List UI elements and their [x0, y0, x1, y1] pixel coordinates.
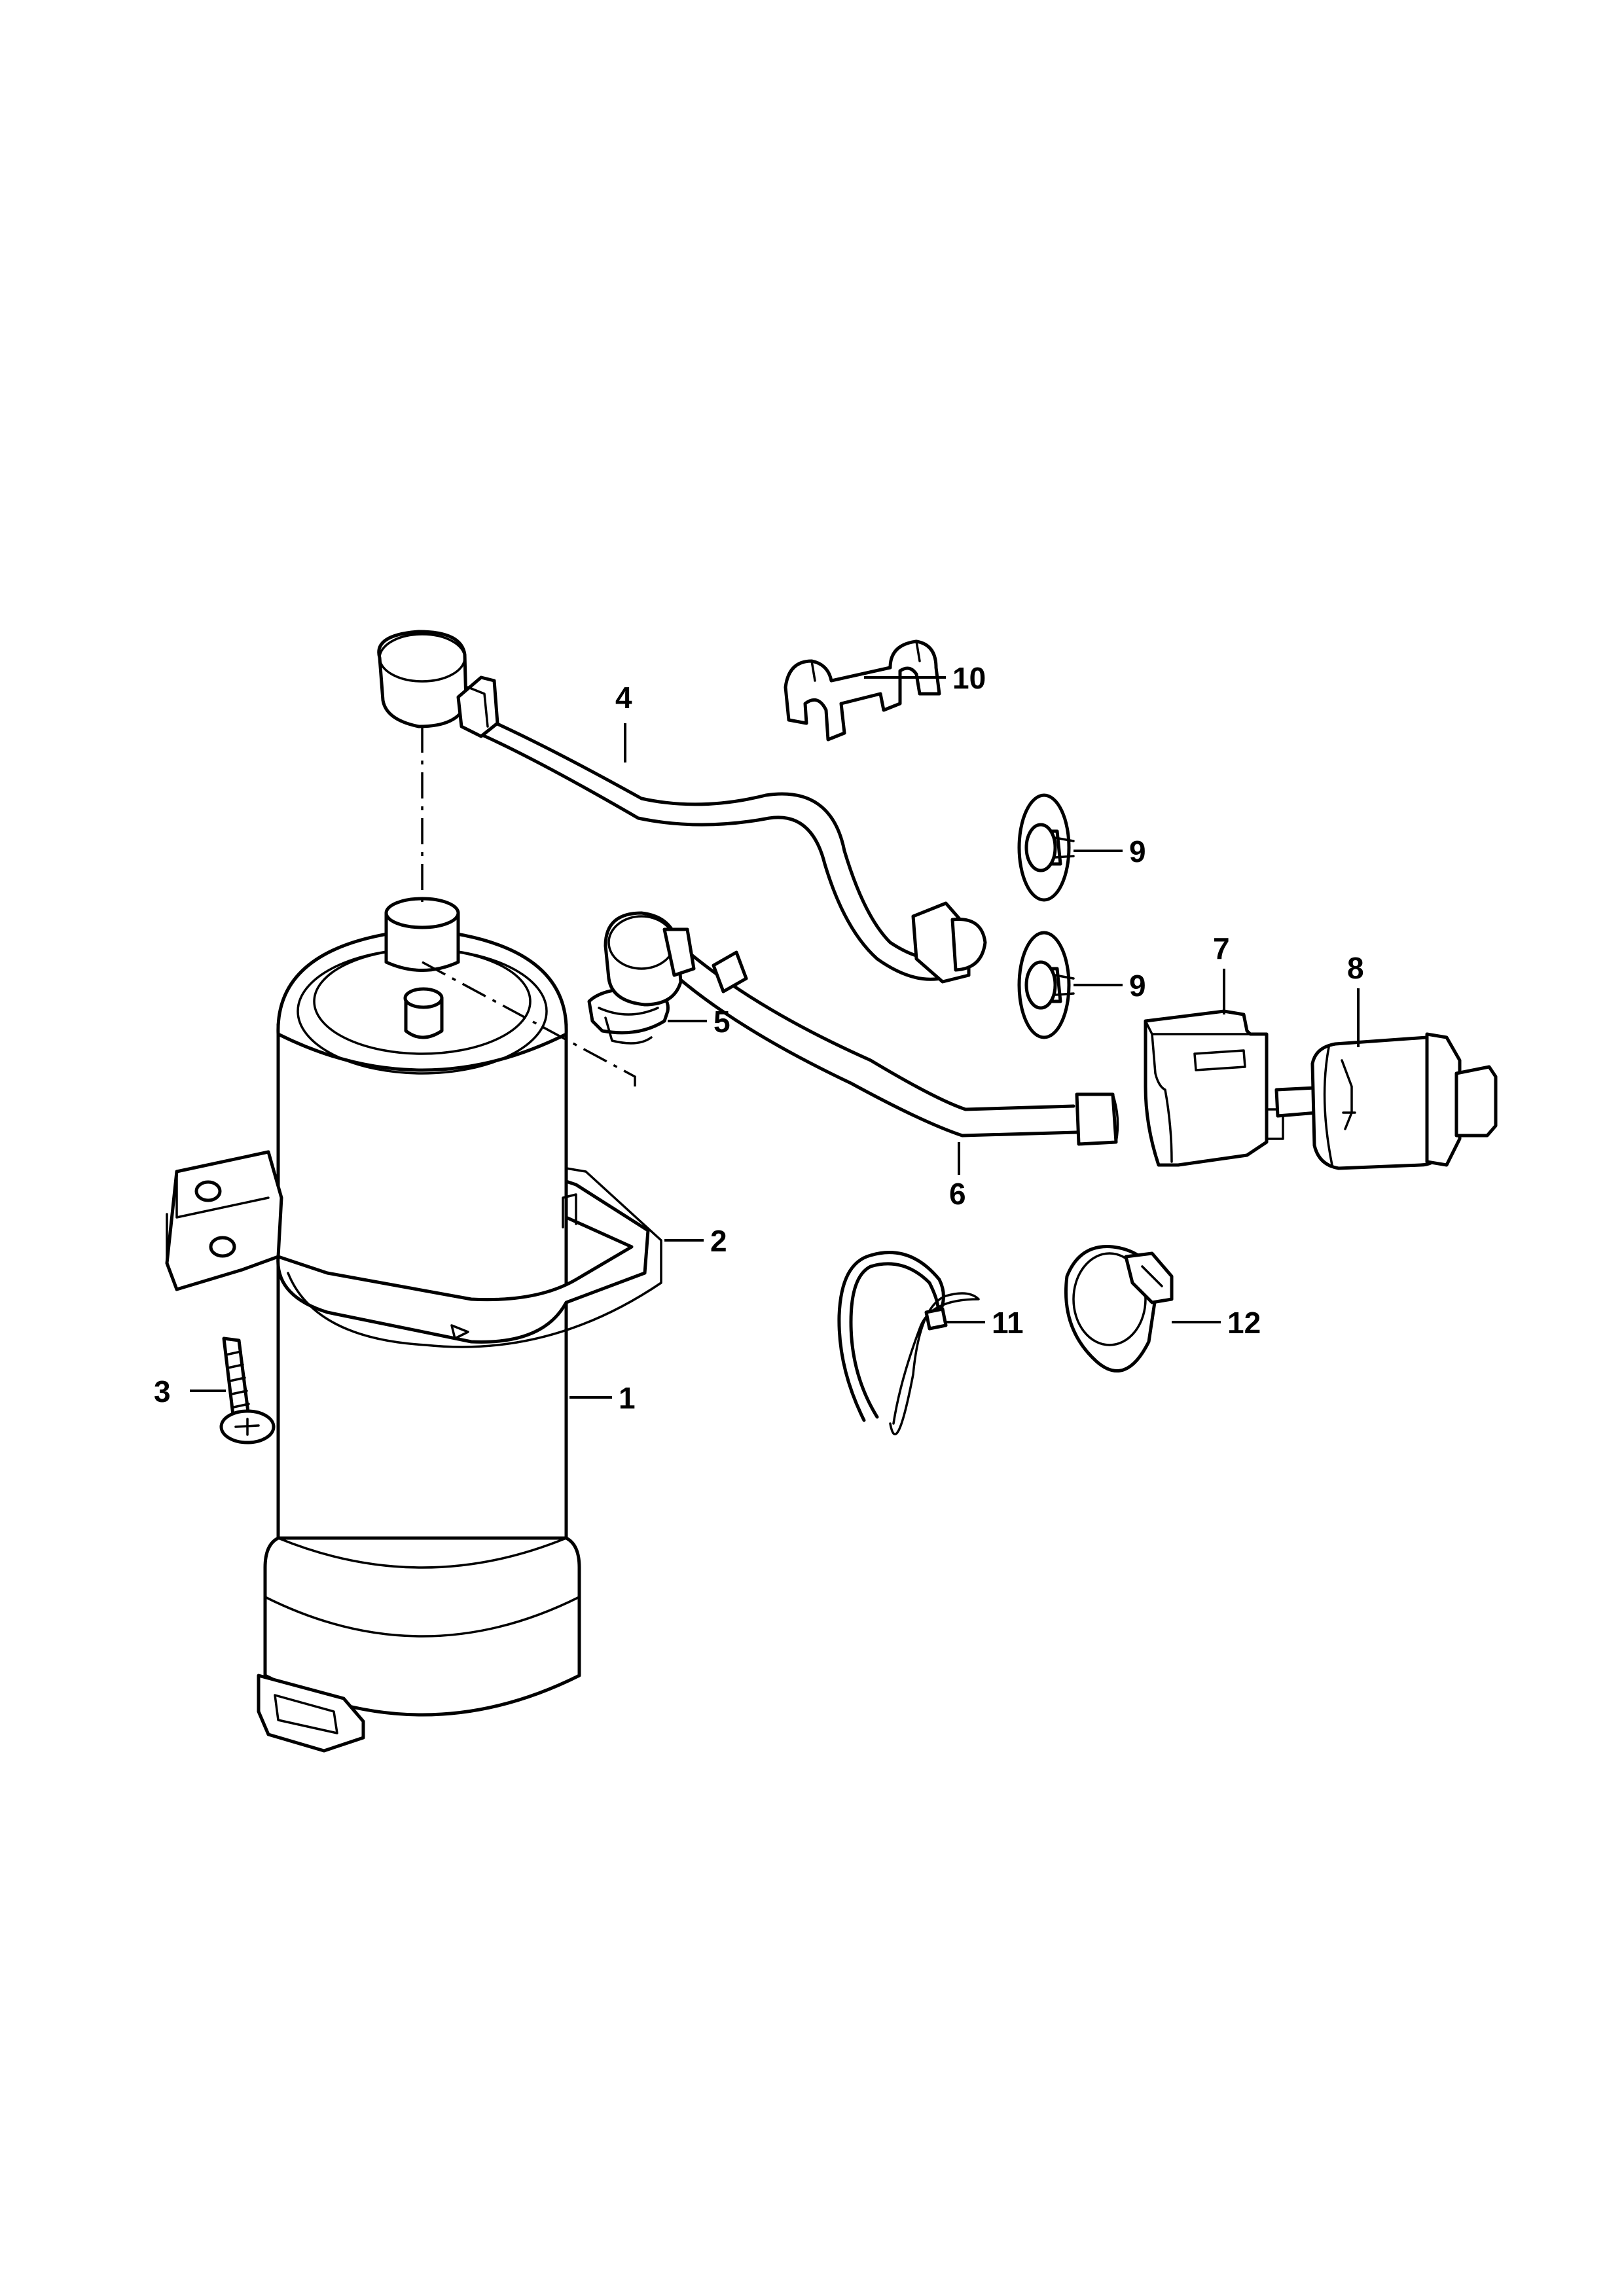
callout-labels: 1 2 3 4 5 6 7 8 9 9 10 11 12 — [154, 661, 1364, 1415]
callout-4: 4 — [615, 681, 632, 715]
double-clip — [784, 639, 941, 742]
upper-pipe — [377, 630, 987, 984]
grommet-lower — [1017, 931, 1075, 1039]
grommet-upper — [1017, 793, 1075, 902]
callout-1: 1 — [619, 1381, 636, 1415]
lower-pipe — [604, 911, 1119, 1146]
assembly-line-clip — [422, 961, 636, 1086]
hose-clamp — [1064, 1245, 1174, 1373]
callout-5: 5 — [713, 1005, 731, 1039]
callout-12: 12 — [1227, 1306, 1261, 1340]
callout-8: 8 — [1347, 951, 1364, 985]
screw — [219, 1336, 276, 1444]
callout-6: 6 — [949, 1177, 966, 1211]
callout-9-upper: 9 — [1129, 834, 1146, 869]
leader-lines — [190, 676, 1360, 1399]
connector-housing — [1144, 1009, 1284, 1167]
callout-2: 2 — [710, 1224, 727, 1258]
pressure-switch — [1274, 1032, 1498, 1170]
callout-11: 11 — [992, 1306, 1024, 1340]
callout-7: 7 — [1213, 931, 1230, 965]
callout-3: 3 — [154, 1374, 171, 1408]
mounting-bracket — [165, 1150, 662, 1348]
callout-9-lower: 9 — [1129, 969, 1146, 1003]
cable-tie — [837, 1251, 980, 1436]
callout-10: 10 — [952, 661, 986, 695]
